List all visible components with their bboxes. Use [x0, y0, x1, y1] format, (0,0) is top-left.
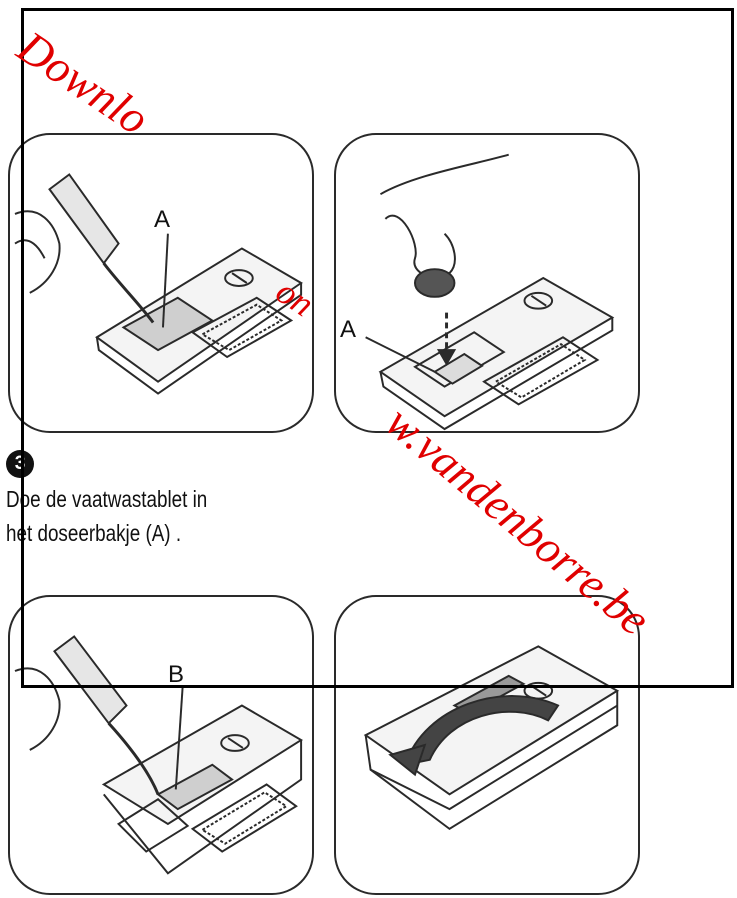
label-compartment-a-2: A: [340, 316, 357, 343]
dispenser-drawing-1: [14, 173, 303, 395]
watermark-part-1: Downlo: [8, 20, 159, 145]
illustration-close-lid: [334, 595, 640, 895]
label-compartment-a-1: A: [154, 206, 171, 233]
label-compartment-b: B: [168, 661, 185, 688]
illustration-pour-detergent-a: [8, 133, 314, 433]
instruction-line-1: Doe de vaatwastablet in: [6, 486, 208, 512]
dispenser-drawing-2: [365, 153, 615, 431]
step-instruction: Doe de vaatwastablet in het doseerbakje …: [6, 482, 268, 550]
illustration-pour-rinse-aid-b: [8, 595, 314, 895]
step-number-badge: 3: [6, 450, 34, 478]
dispenser-drawing-4: [363, 645, 620, 831]
instruction-line-2: het doseerbakje (A) .: [6, 520, 182, 546]
illustration-insert-tablet-a: [334, 133, 640, 433]
dispenser-drawing-3: [14, 635, 304, 875]
